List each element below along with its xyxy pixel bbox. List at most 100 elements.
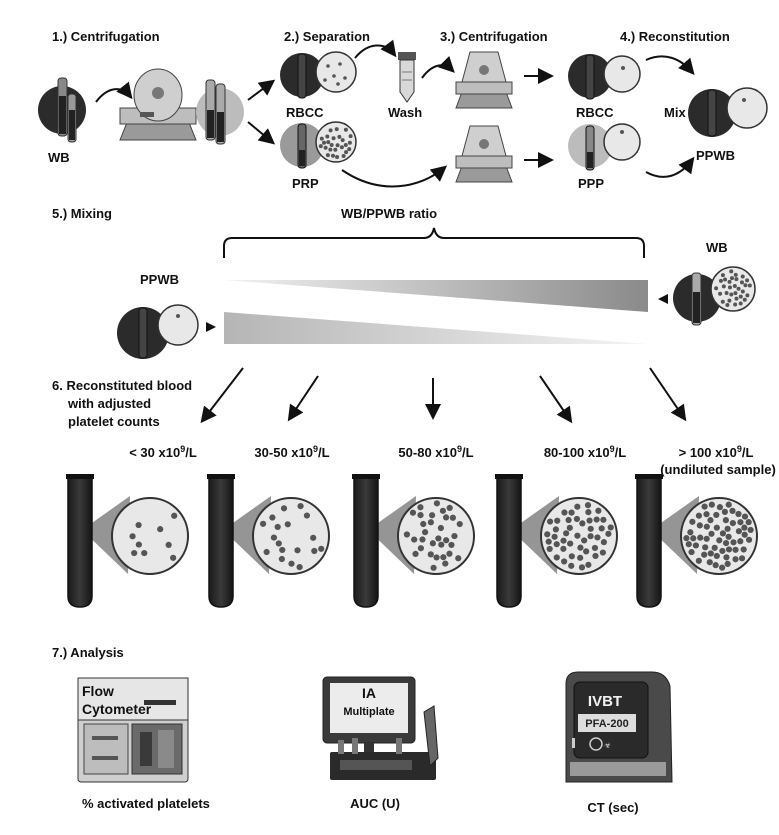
platelet-dot <box>280 505 288 512</box>
platelet-dot <box>568 553 575 560</box>
platelet-dot <box>718 291 723 296</box>
tube-rim <box>495 474 523 479</box>
platelet-field <box>544 502 614 571</box>
flow-line1: Flow <box>82 683 114 699</box>
platelet-dot <box>331 136 336 141</box>
arrow-prp-to-centrifuge <box>341 165 448 188</box>
flow-line2: Cytometer <box>82 701 152 717</box>
platelet-dot <box>714 286 719 291</box>
rbcc-step4-label: RBCC <box>576 105 614 120</box>
arrow-wb-to-centrifuge <box>95 81 133 103</box>
platelet-dot <box>732 284 737 289</box>
platelet-dot <box>170 554 177 561</box>
centrifuge-icon-2 <box>455 51 513 109</box>
platelet-dot <box>747 283 752 288</box>
platelet-dot <box>435 535 442 542</box>
multiplate-icon <box>322 676 439 780</box>
platelet-dot <box>725 302 730 307</box>
platelet-dot <box>708 530 715 537</box>
centrifuge-icon-3 <box>455 125 513 183</box>
range-label: 50-80 x109/L <box>398 444 473 460</box>
ppwb-left-icon <box>117 304 199 359</box>
platelet-dot <box>417 512 424 519</box>
platelet-dot <box>568 562 575 569</box>
platelet-dot <box>284 521 291 528</box>
platelet-dot <box>735 528 743 535</box>
platelet-dot <box>729 269 734 274</box>
platelet-dot <box>593 516 600 523</box>
platelet-dot <box>448 541 455 549</box>
platelet-dot <box>129 533 136 540</box>
fanout-arrows <box>200 367 687 424</box>
separated-tube-icon <box>196 79 244 145</box>
tube-rim <box>635 474 663 479</box>
platelet-dot <box>329 143 334 148</box>
platelet-dot <box>574 532 581 539</box>
centrifuge-icon-1 <box>119 68 197 141</box>
platelet-dot <box>419 536 426 543</box>
platelet-dot <box>732 546 739 553</box>
platelet-dot <box>741 531 748 538</box>
platelet-dot <box>688 548 695 556</box>
ivbt-line2: PFA-200 <box>585 718 628 730</box>
step3-title: 3.) Centrifugation <box>440 29 548 44</box>
platelet-dot <box>439 507 447 514</box>
platelet-dot <box>347 140 352 145</box>
platelet-dot <box>729 276 734 281</box>
platelet-dot <box>724 291 729 296</box>
platelet-dot <box>732 556 739 563</box>
platelet-dot <box>740 289 745 294</box>
tube-with-magnifier <box>495 474 618 608</box>
platelet-dot <box>427 551 434 558</box>
wb-label: WB <box>48 150 70 165</box>
platelet-dot <box>135 541 142 548</box>
platelet-dot <box>438 541 445 548</box>
platelet-dot <box>702 544 709 551</box>
wb-right-icon <box>673 266 756 326</box>
platelet-dot <box>279 546 286 554</box>
platelet-dot <box>600 516 607 523</box>
blood-tube <box>496 476 522 608</box>
platelet-dot <box>422 529 429 536</box>
platelet-dot <box>325 134 330 139</box>
platelet-dot <box>741 524 748 531</box>
platelet-dot <box>427 519 434 526</box>
platelet-dot <box>430 564 437 571</box>
svg-text:☣: ☣ <box>604 741 611 750</box>
tube-with-magnifier <box>635 474 758 608</box>
arrow-to-rbcc <box>247 79 276 101</box>
platelet-dot <box>544 531 551 538</box>
ppwb-left-label: PPWB <box>140 272 179 287</box>
rbcc-icon <box>280 51 357 99</box>
rbcc-label: RBCC <box>286 105 324 120</box>
platelet-dot <box>135 521 142 529</box>
platelet-dot <box>720 299 725 304</box>
flow-cytometer-icon <box>77 677 189 783</box>
step5-title: 5.) Mixing <box>52 206 112 221</box>
platelet-dot <box>433 500 441 507</box>
platelet-dot <box>318 545 325 552</box>
platelet-dot <box>429 512 436 519</box>
rbcc-step4-icon <box>568 54 641 100</box>
platelet-dot <box>303 512 311 519</box>
tube-rim <box>66 474 94 479</box>
step7-title: 7.) Analysis <box>52 645 124 660</box>
platelet-dot <box>722 540 730 547</box>
platelet-dot <box>741 513 749 520</box>
platelet-dot <box>585 509 592 516</box>
platelet-dot <box>328 128 333 133</box>
ppwb-pointer <box>206 322 216 332</box>
platelet-dot <box>605 530 612 537</box>
platelet-dot <box>551 533 558 540</box>
step6-line1: 6. Reconstituted blood <box>52 378 192 393</box>
platelet-dot <box>553 541 560 548</box>
platelet-dot <box>449 514 456 521</box>
platelet-dot <box>171 512 178 519</box>
platelet-dot <box>552 526 559 533</box>
ivbt-line1: IVBT <box>588 693 622 710</box>
platelet-dot <box>697 534 704 541</box>
platelet-dot <box>433 554 440 561</box>
range-label-exponent: 9 <box>737 444 742 454</box>
